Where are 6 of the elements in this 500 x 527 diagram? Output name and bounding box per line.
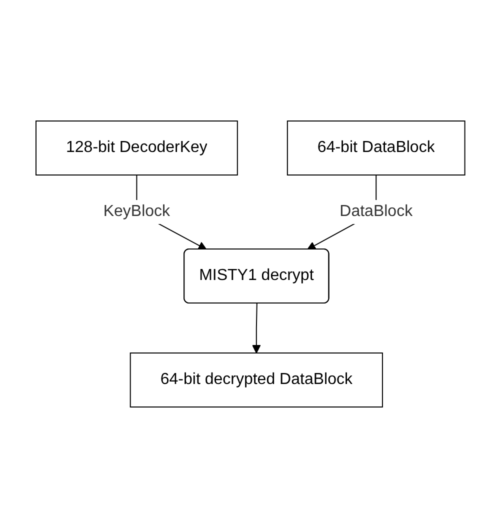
arrow (252, 302, 260, 353)
node-box: 64-bit DataBlock (286, 120, 465, 175)
edge-label: KeyBlock (102, 202, 170, 220)
node-box: 64-bit decrypted DataBlock (129, 352, 383, 407)
node-box: 128-bit DecoderKey (35, 120, 238, 175)
edge-label: DataBlock (339, 202, 412, 220)
